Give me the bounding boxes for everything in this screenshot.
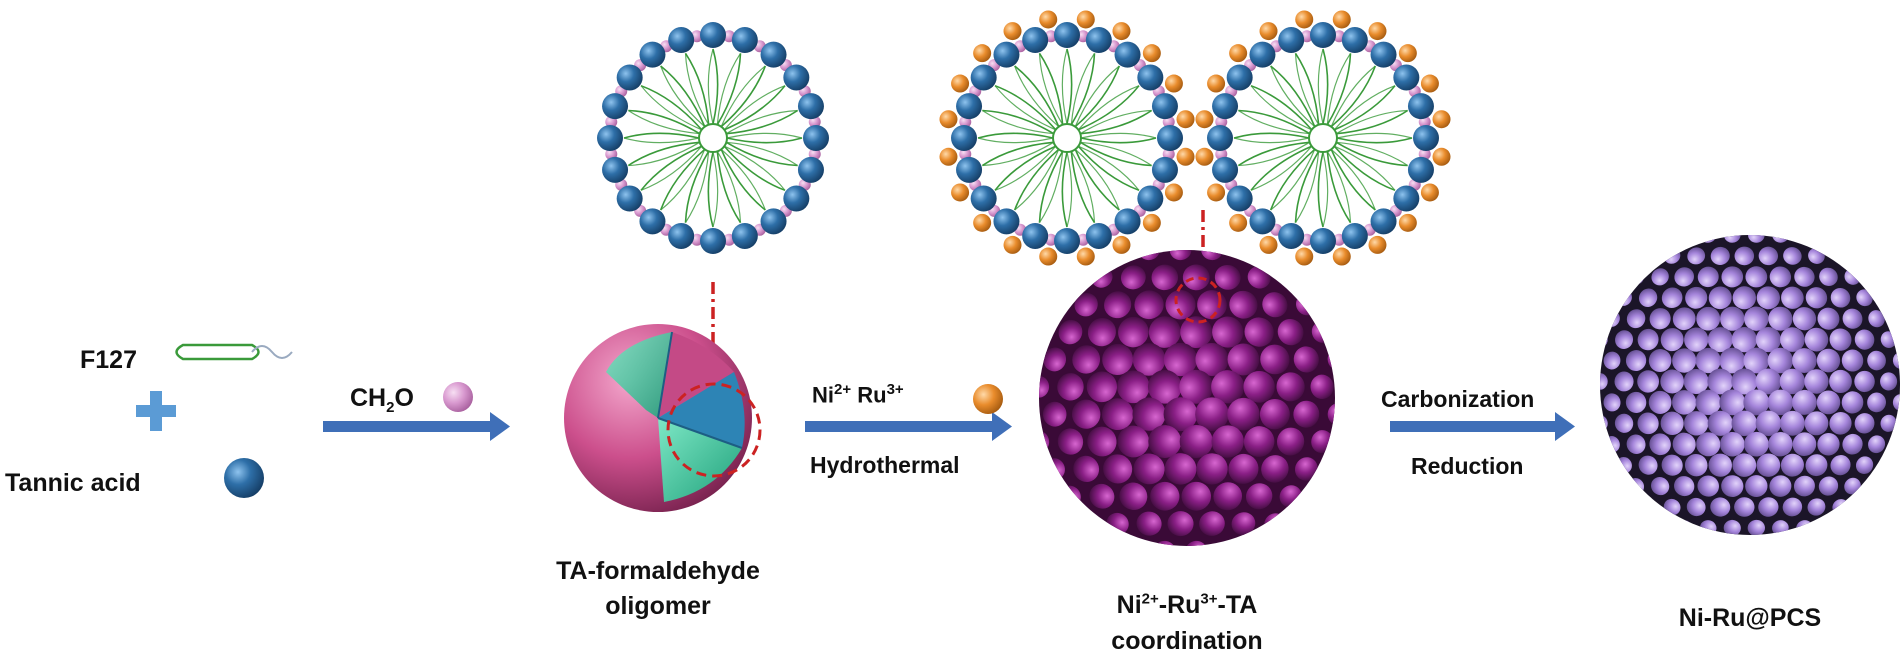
formaldehyde-bead-icon — [443, 382, 473, 412]
ni-ru-pcs-sphere — [1600, 235, 1900, 535]
formaldehyde-reagent-label: CH2O — [350, 384, 414, 416]
micelle-metal-left — [939, 10, 1195, 266]
tannic-acid-bead-icon — [224, 458, 264, 498]
micelle-tannic — [597, 22, 829, 254]
arrow-step2 — [805, 412, 1012, 441]
coordination-label-line1: Ni2+-Ru3+-TA — [1116, 590, 1258, 619]
plus-icon — [136, 391, 176, 431]
arrow-step3 — [1390, 412, 1575, 441]
oligomer-sphere — [564, 324, 762, 512]
coordination-sphere — [1039, 250, 1335, 546]
oligomer-label-line2: oligomer — [605, 592, 711, 620]
arrow-step1 — [323, 412, 510, 441]
hydrothermal-label: Hydrothermal — [810, 452, 960, 478]
metal-ions-label: Ni2+ Ru3+ — [812, 381, 904, 408]
oligomer-label-line1: TA-formaldehyde — [556, 557, 760, 585]
micelle-metal-right — [1195, 10, 1451, 266]
coordination-label-line2: coordination — [1111, 627, 1263, 655]
reduction-label: Reduction — [1411, 453, 1524, 479]
ni-ru-pcs-label: Ni-Ru@PCS — [1678, 604, 1822, 632]
metal-ion-bead-icon — [973, 384, 1003, 414]
f127-polymer-icon — [175, 343, 293, 361]
f127-label: F127 — [80, 346, 137, 374]
tannic-acid-label: Tannic acid — [5, 469, 141, 497]
carbonization-label: Carbonization — [1381, 386, 1535, 412]
